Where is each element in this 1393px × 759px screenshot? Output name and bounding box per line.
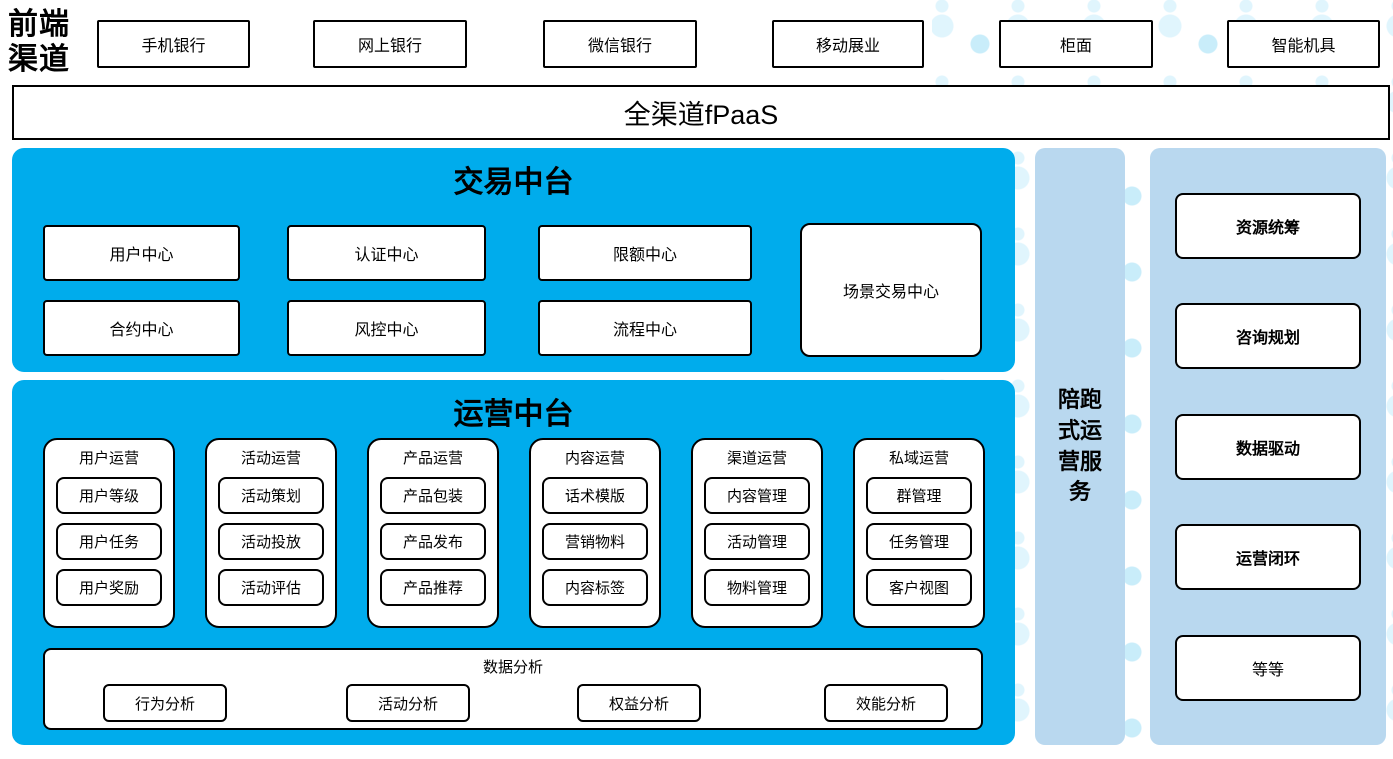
service-item: 数据驱动 (1175, 413, 1361, 480)
center-box: 流程中心 (538, 300, 752, 356)
group-item: 产品推荐 (380, 569, 486, 606)
operation-group: 私域运营 群管理 任务管理 客户视图 (853, 438, 985, 628)
center-box: 用户中心 (43, 225, 240, 281)
group-item: 话术模版 (542, 477, 648, 514)
analytics-title: 数据分析 (482, 659, 543, 676)
group-item: 产品包装 (380, 477, 486, 514)
group-item: 物料管理 (704, 569, 810, 606)
channel-box: 移动展业 (772, 20, 924, 68)
analytics-panel: 数据分析 行为分析 活动分析 权益分析 效能分析 (43, 648, 983, 730)
companion-service-label: 陪跑式运营服务 (1057, 386, 1102, 505)
group-item: 活动评估 (218, 569, 324, 606)
operation-group: 内容运营 话术模版 营销物料 内容标签 (529, 438, 661, 628)
group-title: 私域运营 (888, 450, 949, 467)
group-item: 群管理 (866, 477, 972, 514)
operation-group: 活动运营 活动策划 活动投放 活动评估 (205, 438, 337, 628)
channel-box: 微信银行 (543, 20, 697, 68)
center-box: 限额中心 (538, 225, 752, 281)
group-item: 用户等级 (56, 477, 162, 514)
operation-group: 用户运营 用户等级 用户任务 用户奖励 (43, 438, 175, 628)
section-title: 交易中台 (453, 166, 574, 199)
group-item: 营销物料 (542, 523, 648, 560)
group-title: 内容运营 (564, 450, 625, 467)
operation-groups-row: 用户运营 用户等级 用户任务 用户奖励 活动运营 活动策划 活动投放 活动评估 … (43, 438, 985, 628)
analytics-item: 行为分析 (103, 684, 227, 722)
channel-box: 智能机具 (1227, 20, 1380, 68)
service-item: 等等 (1175, 634, 1361, 701)
group-item: 用户任务 (56, 523, 162, 560)
operations-platform-section: 运营中台 用户运营 用户等级 用户任务 用户奖励 活动运营 活动策划 活动投放 … (12, 380, 1015, 745)
center-box: 风控中心 (287, 300, 486, 356)
group-item: 客户视图 (866, 569, 972, 606)
channel-box: 手机银行 (97, 20, 250, 68)
operation-group: 渠道运营 内容管理 活动管理 物料管理 (691, 438, 823, 628)
group-title: 用户运营 (78, 450, 139, 467)
companion-service-bar: 陪跑式运营服务 (1035, 148, 1125, 745)
group-title: 活动运营 (240, 450, 301, 467)
channel-box: 柜面 (999, 20, 1153, 68)
frontend-channels-label: 前端渠道 (8, 8, 70, 76)
group-item: 内容管理 (704, 477, 810, 514)
group-item: 用户奖励 (56, 569, 162, 606)
service-item: 资源统筹 (1175, 192, 1361, 259)
analytics-item: 效能分析 (824, 684, 948, 722)
group-item: 活动策划 (218, 477, 324, 514)
center-box: 认证中心 (287, 225, 486, 281)
section-title: 运营中台 (453, 398, 574, 431)
group-title: 渠道运营 (726, 450, 787, 467)
group-title: 产品运营 (402, 450, 463, 467)
scene-transaction-center-box: 场景交易中心 (800, 223, 982, 357)
transaction-platform-section: 交易中台 用户中心 认证中心 限额中心 合约中心 风控中心 流程中心 场景交易中… (12, 148, 1015, 372)
service-panel: 资源统筹 咨询规划 数据驱动 运营闭环 等等 (1150, 148, 1386, 745)
service-item: 运营闭环 (1175, 524, 1361, 590)
group-item: 内容标签 (542, 569, 648, 606)
group-item: 活动管理 (704, 523, 810, 560)
group-item: 产品发布 (380, 523, 486, 560)
channel-box: 网上银行 (313, 20, 467, 68)
group-item: 任务管理 (866, 523, 972, 560)
analytics-item: 权益分析 (577, 684, 701, 722)
operation-group: 产品运营 产品包装 产品发布 产品推荐 (367, 438, 499, 628)
group-item: 活动投放 (218, 523, 324, 560)
analytics-item: 活动分析 (346, 684, 470, 722)
center-box: 合约中心 (43, 300, 240, 356)
service-item: 咨询规划 (1175, 303, 1361, 369)
fpaas-bar: 全渠道fPaaS (12, 85, 1390, 140)
